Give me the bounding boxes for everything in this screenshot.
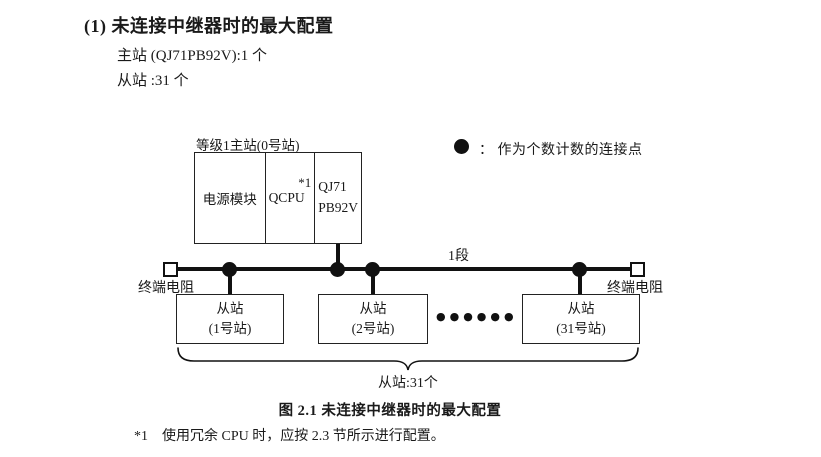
power-module-cell: 电源模块 <box>195 153 266 243</box>
footnote-text: 使用冗余 CPU 时，应按 2.3 节所示进行配置。 <box>162 429 445 444</box>
pb-module-label-line1: QJ71 <box>318 179 347 195</box>
slave-station-box-1: 从站 (1号站) <box>176 294 284 344</box>
segment-label: 1段 <box>448 249 469 264</box>
bus-line <box>170 267 638 271</box>
pb-module-cell: QJ71 PB92V <box>315 153 361 243</box>
legend-text: ： 作为个数计数的连接点 <box>479 143 643 158</box>
master-station-box: 电源模块 *1 QCPU QJ71 PB92V <box>194 152 362 244</box>
slave2-station-number: (2号站) <box>351 321 395 336</box>
slave-station-box-31: 从站 (31号站) <box>522 294 640 344</box>
slave2-name: 从站 <box>359 301 387 317</box>
slave1-station-number: (1号站) <box>208 321 252 336</box>
slave31-station-number: (31号站) <box>556 321 606 336</box>
footnote: *1 使用冗余 CPU 时，应按 2.3 节所示进行配置。 <box>134 425 445 445</box>
figure-caption: 图 2.1 未连接中继器时的最大配置 <box>278 403 502 419</box>
ellipsis-dots: ●●●●●● <box>436 310 518 323</box>
slave-station-box-2: 从站 (2号站) <box>318 294 428 344</box>
intro-master-count: 主站 (QJ71PB92V):1 个 <box>117 48 268 64</box>
cpu-module-label: QCPU <box>268 190 305 205</box>
slave1-drop-line <box>228 269 232 295</box>
terminating-resistor-left-icon <box>163 262 178 277</box>
connection-point-dot-icon <box>454 139 469 154</box>
intro-slave-count: 从站 :31 个 <box>117 73 189 89</box>
slave-count-label: 从站:31个 <box>378 376 438 391</box>
slave31-name: 从站 <box>567 301 595 317</box>
terminating-resistor-left-label: 终端电阻 <box>138 281 194 296</box>
terminating-resistor-right-icon <box>630 262 645 277</box>
connection-point-dot-slave2 <box>365 262 380 277</box>
cpu-module-cell: *1 QCPU <box>266 153 316 243</box>
slave-count-brace <box>177 347 639 371</box>
master-station-label: 等级1主站(0号站) <box>196 138 300 153</box>
pb-module-label-line2: PB92V <box>318 200 359 215</box>
cpu-footnote-marker: *1 <box>298 175 312 190</box>
section-heading: (1) 未连接中继器时的最大配置 <box>84 16 334 36</box>
footnote-marker: *1 <box>134 429 148 444</box>
slave31-drop-line <box>578 269 582 296</box>
connection-point-dot-master <box>330 262 345 277</box>
terminating-resistor-right-label: 终端电阻 <box>607 281 663 296</box>
slave2-drop-line <box>371 269 375 295</box>
connection-point-dot-slave31 <box>572 262 587 277</box>
connection-point-dot-slave1 <box>222 262 237 277</box>
slave1-name: 从站 <box>216 301 244 317</box>
master-drop-line <box>336 244 340 269</box>
